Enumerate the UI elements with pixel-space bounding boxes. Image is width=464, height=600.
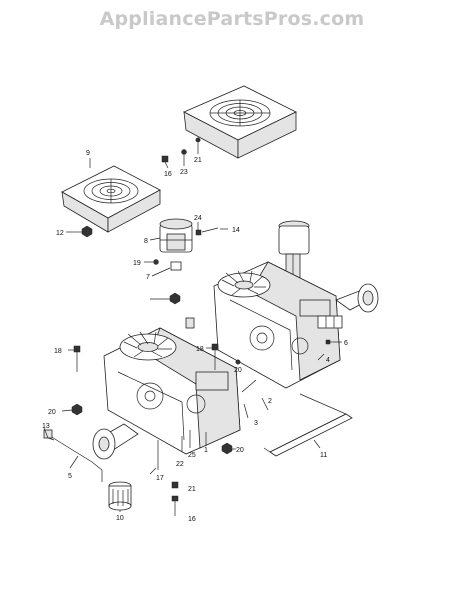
linkage-rod — [263, 393, 353, 457]
callout-25: 25 — [188, 452, 196, 459]
callout-8: 8 — [144, 238, 148, 245]
callout-18-right: 18 — [196, 346, 204, 353]
watermark: AppliancePartsPros.com — [99, 8, 365, 30]
transaxle-right — [213, 261, 379, 389]
callout-21-top: 21 — [194, 157, 202, 164]
callout-22: 22 — [176, 461, 184, 468]
callout-21-bottom: 21 — [188, 486, 196, 493]
fasteners — [43, 137, 331, 516]
callout-16-bottom: 16 — [188, 516, 196, 523]
callout-6: 6 — [344, 340, 348, 347]
callout-5: 5 — [68, 473, 72, 480]
callout-14: 14 — [232, 227, 240, 234]
callout-7: 7 — [146, 274, 150, 281]
callout-1: 1 — [204, 447, 208, 454]
transaxle-left — [92, 327, 241, 460]
fan-guard-upper — [183, 85, 297, 159]
callout-20-right: 20 — [234, 367, 242, 374]
callout-13: 13 — [42, 423, 50, 430]
callout-16-top: 16 — [164, 171, 172, 178]
callout-12: 12 — [56, 230, 64, 237]
callout-11: 11 — [320, 452, 327, 459]
callout-23: 23 — [180, 169, 188, 176]
callout-24: 24 — [194, 215, 202, 222]
callout-3: 3 — [254, 420, 258, 427]
fan-guard-lower — [61, 165, 161, 233]
hose — [170, 261, 195, 329]
callout-20-left: 20 — [48, 409, 56, 416]
leader-lines — [61, 143, 342, 512]
callout-19: 19 — [133, 260, 141, 267]
callout-20-bottom: 20 — [236, 447, 244, 454]
callout-labels: 9 12 8 19 7 16 23 21 24 14 18 18 20 20 2… — [42, 150, 348, 523]
control-rod — [43, 429, 103, 482]
reservoir-tank — [159, 218, 193, 253]
callout-4: 4 — [326, 357, 330, 364]
callout-2: 2 — [268, 398, 272, 405]
callout-10: 10 — [116, 515, 124, 522]
callout-9: 9 — [86, 150, 90, 157]
oil-filter — [108, 481, 132, 511]
callout-18-left: 18 — [54, 348, 62, 355]
callout-17: 17 — [156, 475, 164, 482]
